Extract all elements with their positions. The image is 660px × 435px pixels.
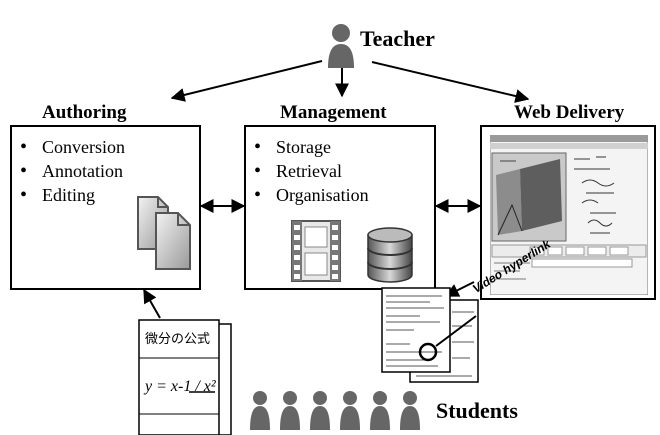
person-icon	[400, 391, 420, 430]
management-list: Storage Retrieval Organisation	[246, 135, 369, 207]
list-item: Conversion	[12, 135, 125, 159]
person-icon	[370, 391, 390, 430]
person-icon	[340, 391, 360, 430]
students-label: Students	[436, 398, 518, 423]
management-title: Management	[280, 102, 387, 123]
scanned-documents	[381, 287, 479, 383]
note-pages	[138, 319, 232, 435]
database-icon	[367, 227, 413, 283]
film-strip-icon	[291, 220, 341, 282]
students-group-icon	[250, 391, 420, 430]
authoring-title: Authoring	[42, 102, 127, 123]
person-icon	[250, 391, 270, 430]
person-icon	[310, 391, 330, 430]
teacher-person-icon	[328, 24, 354, 68]
note-title: 微分の公式	[145, 332, 211, 347]
handwritten-note: 微分の公式 y = x-1 / x²	[137, 318, 233, 435]
list-item: Organisation	[246, 183, 369, 207]
list-item: Storage	[246, 135, 369, 159]
arrow-teacher-authoring	[170, 60, 323, 102]
management-box: Storage Retrieval Organisation	[244, 125, 436, 290]
document-copy-icon	[137, 196, 191, 270]
teacher-label: Teacher	[360, 26, 435, 51]
authoring-box: Conversion Annotation Editing	[10, 125, 201, 290]
list-item: Annotation	[12, 159, 125, 183]
web-browser-screenshot	[490, 135, 648, 295]
web-delivery-box	[480, 125, 656, 300]
list-item: Editing	[12, 183, 125, 207]
arrow-note-authoring	[143, 288, 161, 319]
note-formula: y = x-1 / x²	[145, 378, 216, 395]
list-item: Retrieval	[246, 159, 369, 183]
authoring-list: Conversion Annotation Editing	[12, 135, 125, 207]
person-icon	[280, 391, 300, 430]
arrow-teacher-webdelivery	[371, 61, 530, 103]
web-delivery-title: Web Delivery	[514, 102, 625, 123]
